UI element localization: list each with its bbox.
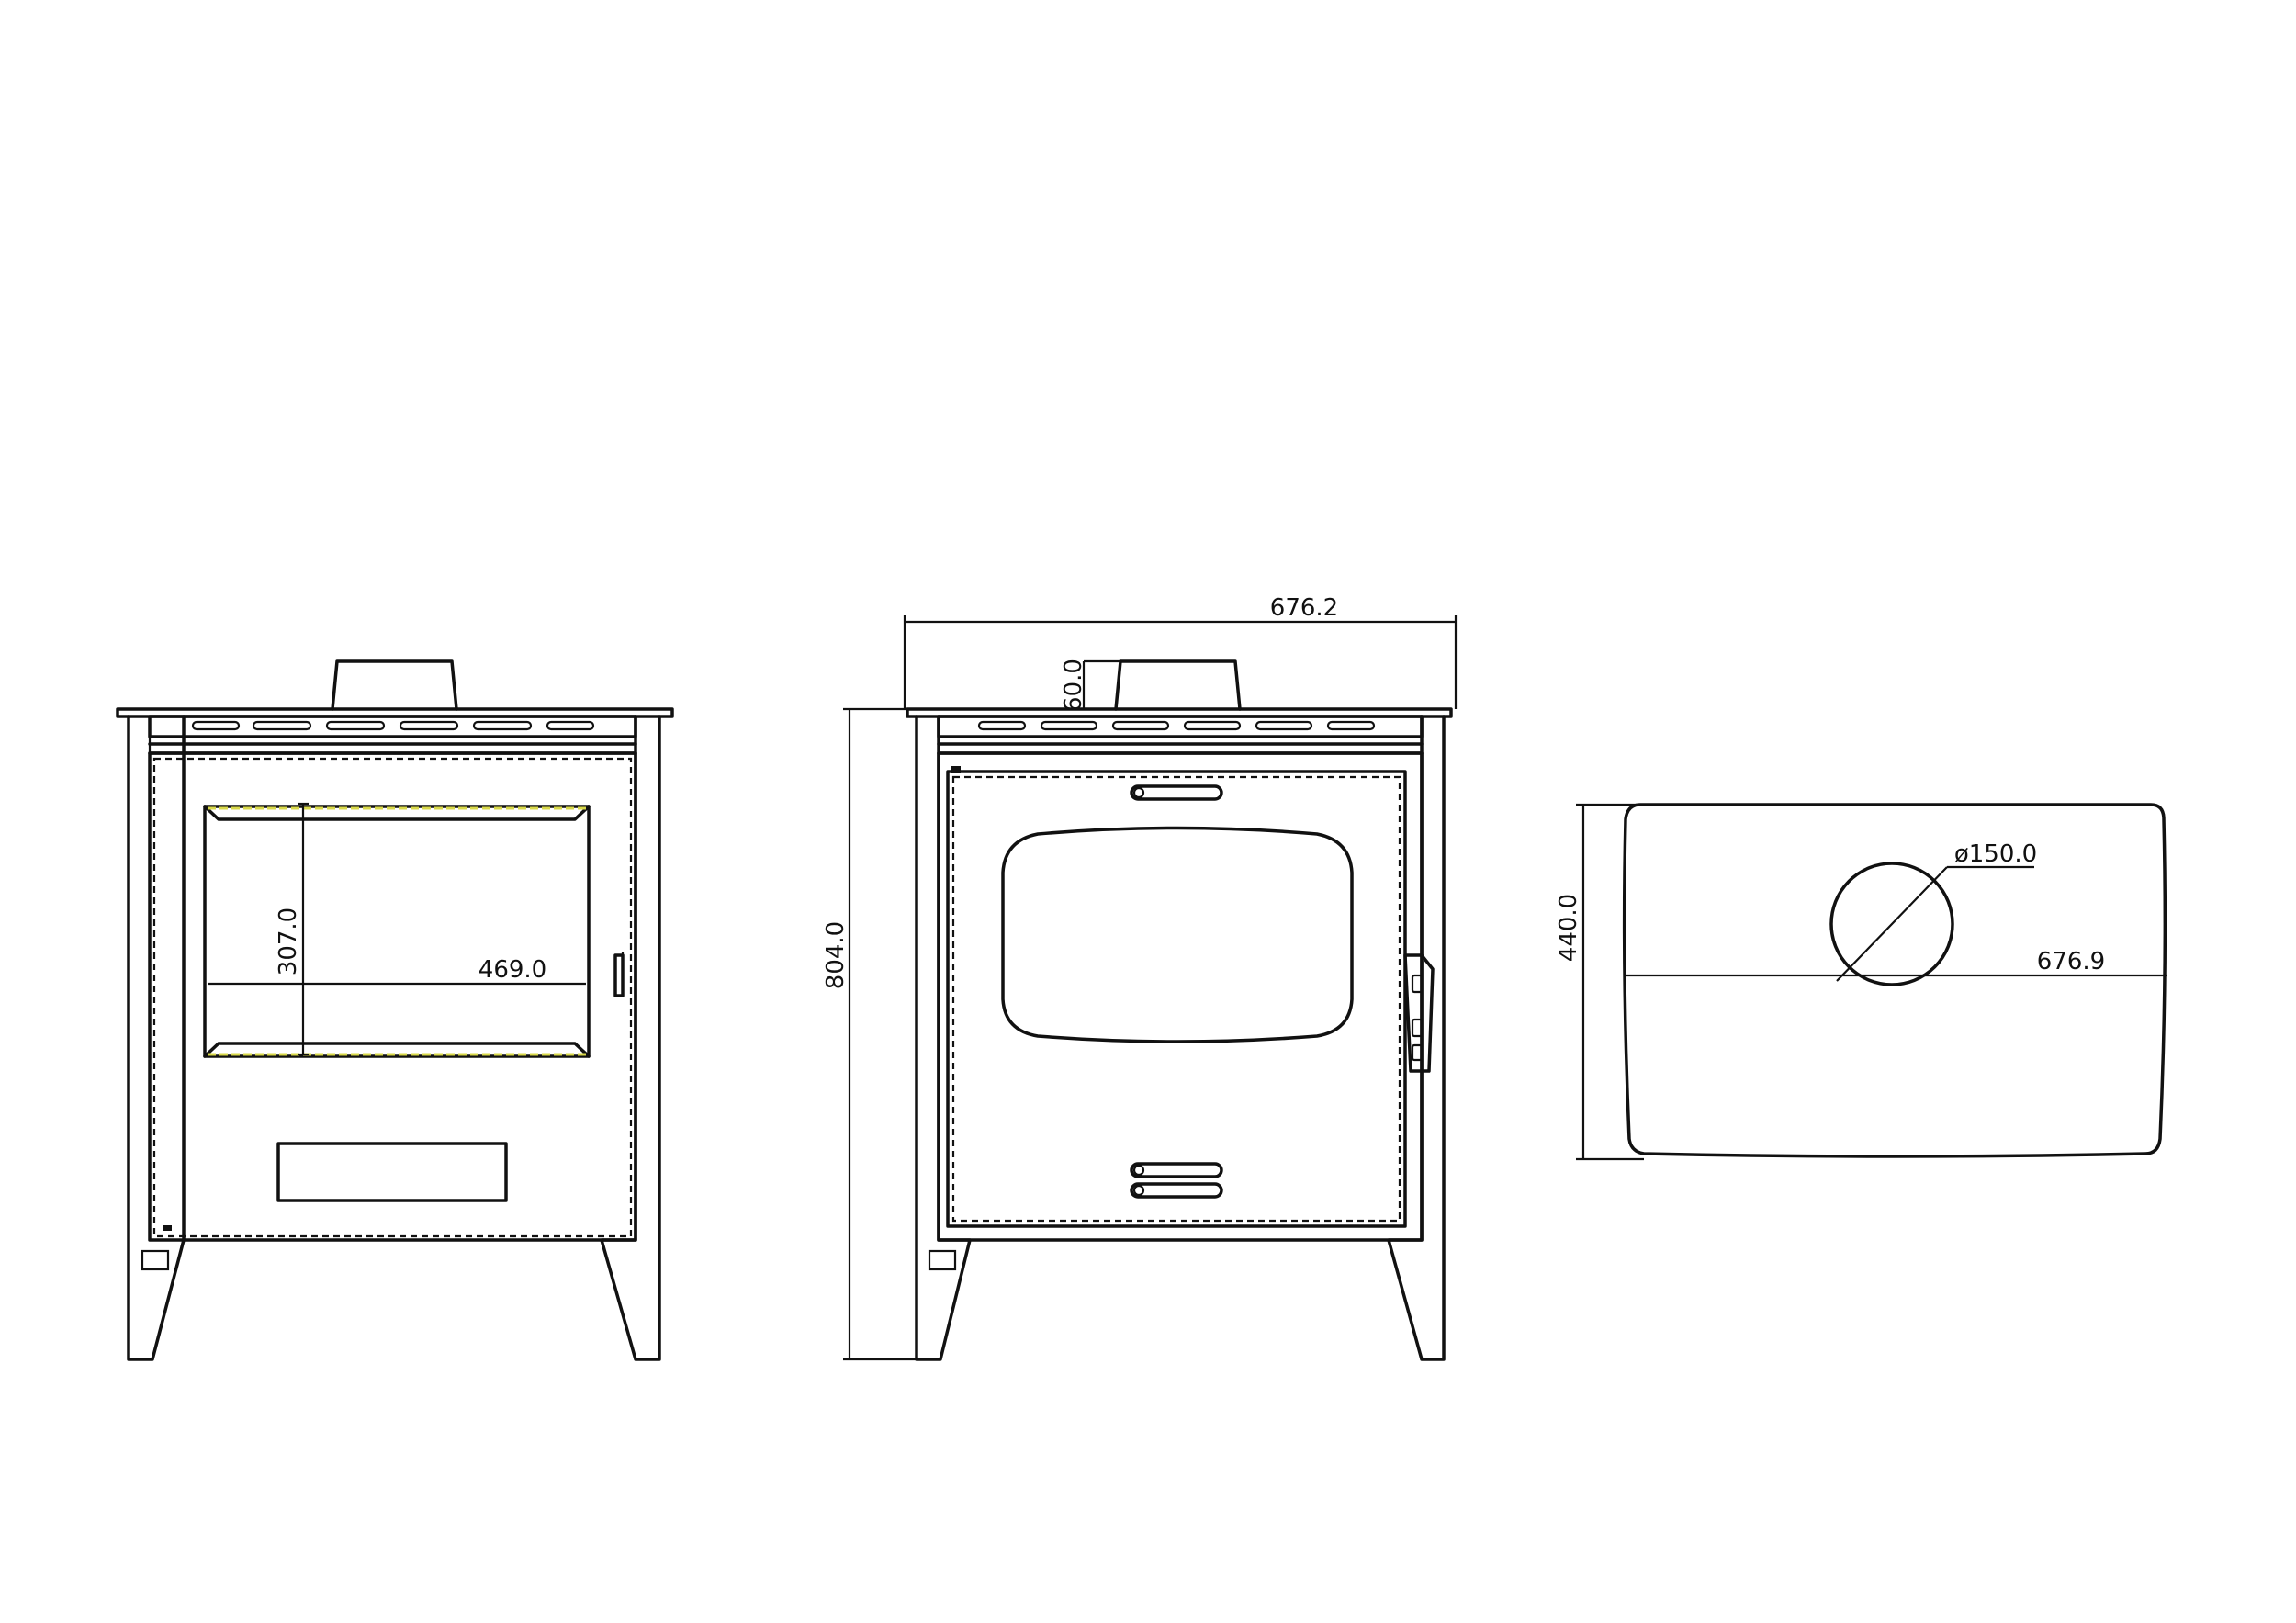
flue-diameter-leader	[1836, 866, 1948, 982]
door-frame-inner	[951, 775, 1401, 1223]
door-inner-outline	[152, 757, 633, 1238]
glass-bevel-bottom	[203, 1042, 591, 1058]
door-handle	[1403, 953, 1435, 1073]
top-view-dimensions: ø150.0 676.9 440.0	[1555, 803, 2167, 1161]
overall-width-label: 676.2	[1270, 594, 1338, 622]
glass-width-label: 469.0	[478, 956, 546, 984]
front-view-dimensions: 307.0 469.0	[208, 802, 586, 1056]
glass-window	[203, 805, 591, 1058]
vent-slots	[977, 720, 1376, 731]
glass-bevel-top	[203, 805, 591, 821]
glass-window	[1001, 826, 1354, 1043]
left-column	[127, 715, 186, 1361]
front-view-stove	[116, 659, 674, 1361]
vent-slots	[191, 720, 595, 731]
vent-strip	[937, 715, 1424, 738]
depth-label: 440.0	[1555, 894, 1582, 962]
right-column	[1387, 715, 1446, 1361]
flue-collar	[331, 659, 458, 711]
top-plate-outline	[1622, 803, 2167, 1158]
door-frame	[946, 770, 1407, 1228]
middle-view-dimensions: 676.2 60.0 804.0	[822, 594, 1458, 1361]
air-slider-bottom-2	[1130, 1182, 1223, 1199]
base-slot	[141, 1249, 170, 1271]
corner-marker	[163, 1225, 172, 1231]
middle-view-stove	[906, 659, 1453, 1361]
door-panel	[148, 751, 637, 1242]
glass-height-label: 307.0	[275, 907, 302, 975]
air-slider-bottom-1	[1130, 1162, 1223, 1178]
door-panel	[937, 751, 1424, 1242]
top-view-stove	[1622, 803, 2167, 1158]
flue-collar	[1114, 659, 1242, 711]
ash-tray	[276, 1142, 508, 1202]
door-handle	[613, 953, 625, 997]
vent-strip	[148, 715, 637, 738]
overall-height-label: 804.0	[822, 921, 850, 989]
flue-outlet-circle	[1829, 862, 1954, 986]
top-width-label: 676.9	[2037, 948, 2105, 975]
air-slider-top	[1130, 784, 1223, 801]
flue-diameter-label: ø150.0	[1954, 840, 2037, 868]
base-slot	[928, 1249, 957, 1271]
left-column	[915, 715, 972, 1361]
flue-height-label: 60.0	[1060, 659, 1087, 712]
